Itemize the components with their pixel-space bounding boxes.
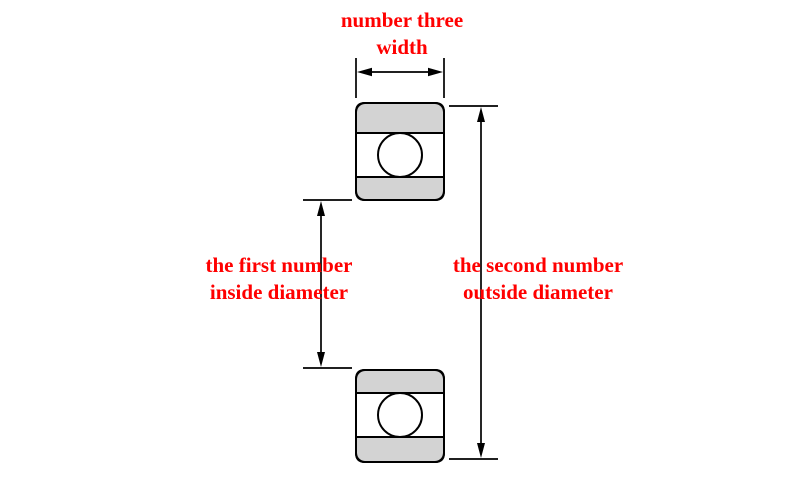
inner-ring-bottom	[355, 369, 445, 394]
outer-ring-top	[355, 102, 445, 134]
outside-diameter-arrowhead-bottom	[477, 443, 485, 458]
inside-diameter-label-line1: the first number	[205, 253, 353, 277]
width-label-line1: number three	[340, 8, 464, 32]
inner-ring-top	[355, 176, 445, 201]
width-dimension	[355, 58, 445, 98]
outer-ring-bottom	[355, 436, 445, 463]
width-label: number three width	[297, 7, 507, 61]
inside-diameter-label: the first number inside diameter	[169, 252, 389, 306]
bearing-top-outline	[355, 102, 445, 201]
inside-diameter-label-line2: inside diameter	[209, 279, 349, 304]
outside-diameter-dimension	[449, 105, 498, 460]
inside-diameter-arrowhead-bottom	[317, 352, 325, 367]
bearing-top-section	[355, 102, 445, 201]
outside-diameter-label-line2: outside diameter	[463, 279, 613, 304]
ball-top	[377, 132, 423, 178]
width-arrowhead-left	[357, 67, 372, 77]
width-arrowhead-right	[428, 67, 443, 77]
bearing-bottom-outline	[355, 369, 445, 463]
outside-diameter-arrowhead-top	[477, 107, 485, 122]
outside-diameter-label-line1: the second number	[452, 253, 624, 277]
bearing-bottom-section	[355, 369, 445, 463]
width-label-line2: width	[376, 34, 428, 59]
inside-diameter-arrowhead-top	[317, 201, 325, 216]
outside-diameter-label: the second number outside diameter	[427, 252, 649, 306]
inside-diameter-dimension	[303, 199, 352, 369]
ball-bottom	[377, 392, 423, 438]
